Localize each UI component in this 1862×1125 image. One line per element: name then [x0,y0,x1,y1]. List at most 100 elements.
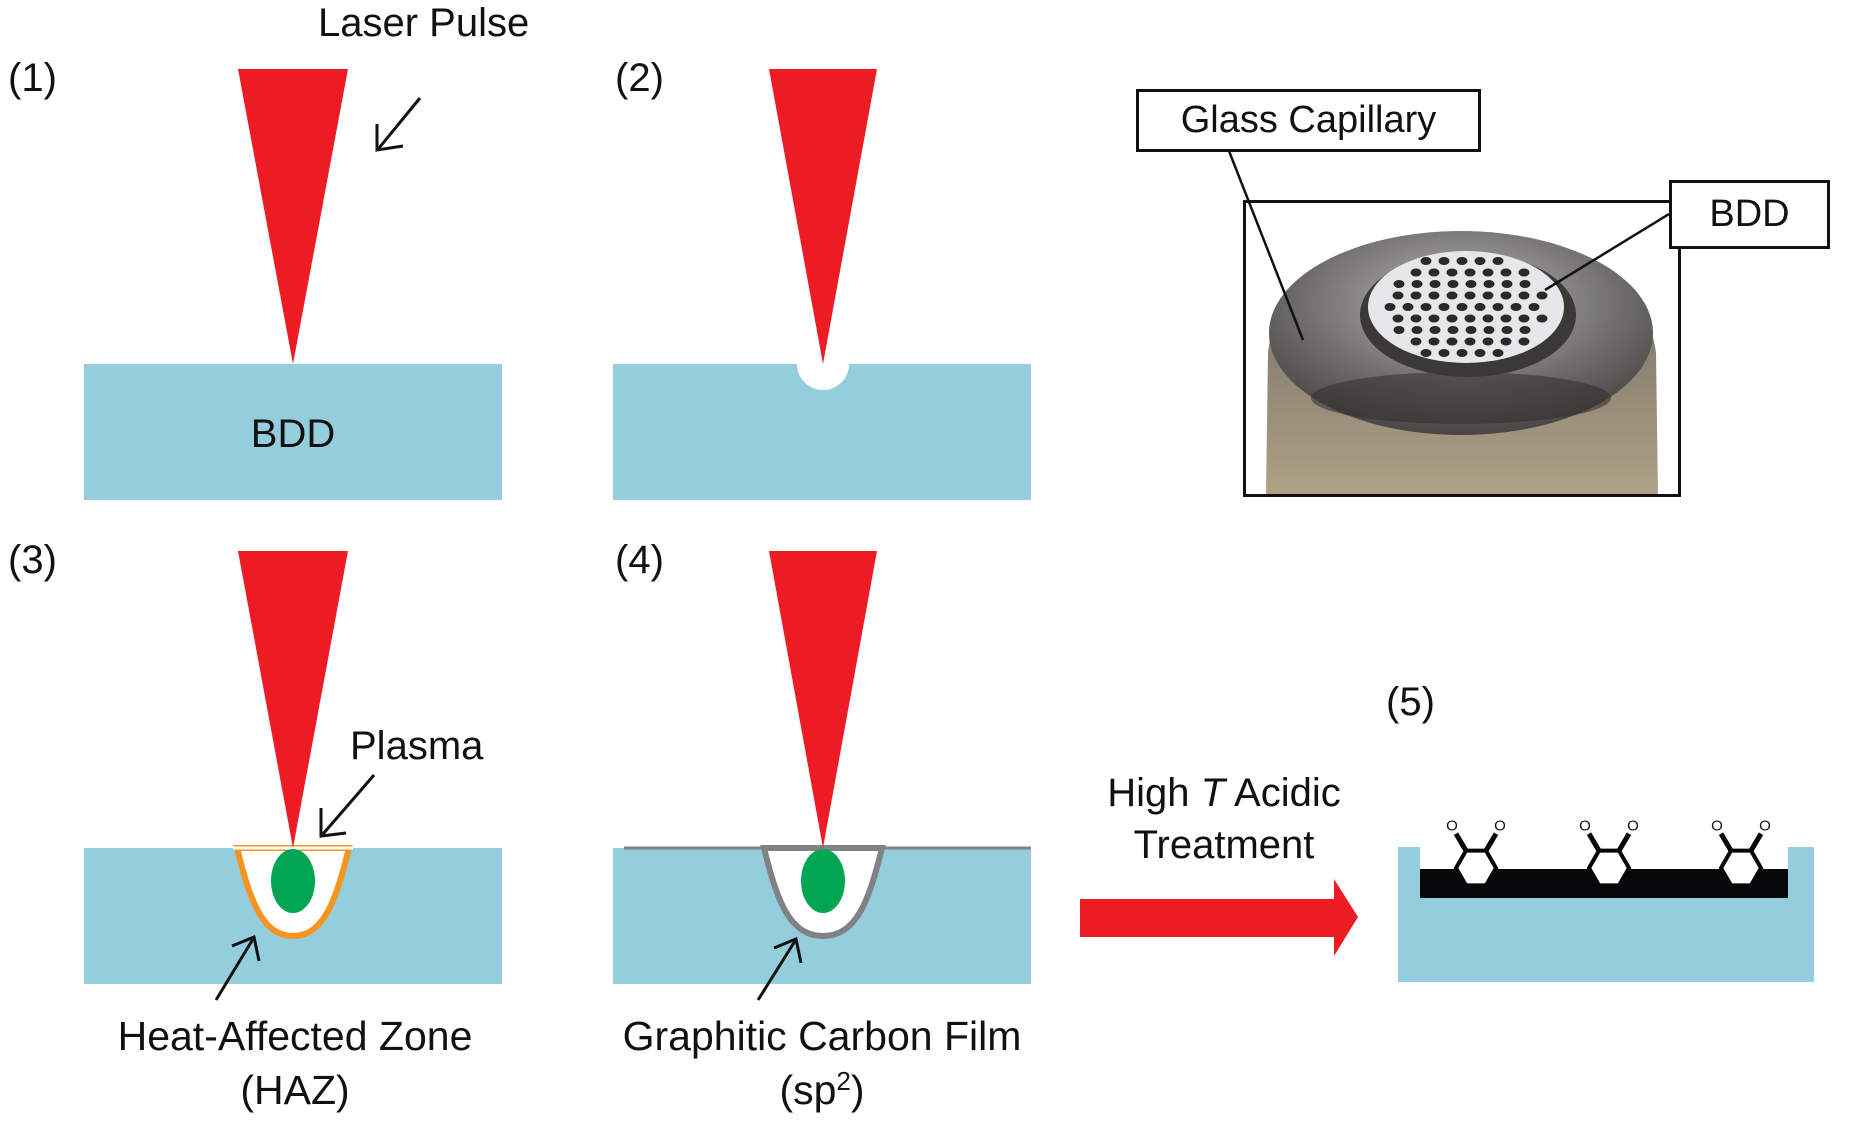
microelectrode-dot [1518,337,1530,346]
microelectrode-array [1384,257,1548,357]
microelectrode-dot [1474,257,1486,265]
panel-label-2: (2) [615,56,664,100]
carbonyl-bond [1718,832,1734,852]
microelectrode-dot [1456,303,1468,311]
oxygen-label: O [1711,818,1723,835]
bdd-label: BDD [251,412,335,456]
microelectrode-dot [1464,337,1476,346]
microelectrode-dot [1518,314,1530,323]
panel-label-1: (1) [8,56,57,100]
panel-4: (4) Graphitic Carbon Film (sp2) [613,538,1031,1113]
microelectrode-dot [1492,257,1504,265]
treatment-step: High T Acidic Treatment [1080,771,1358,956]
benzene-ring [1586,848,1632,888]
microelectrode-dot [1465,280,1477,288]
laser-beam-1 [238,69,348,364]
microelectrode-dot [1384,303,1396,311]
microelectrode-dot [1474,303,1486,311]
microelectrode-dot [1402,303,1414,311]
benzene-ring [1718,848,1764,888]
microelectrode-dot [1428,337,1440,346]
plasma-arrow-icon [319,774,376,838]
microelectrode-dot [1420,257,1432,265]
benzene-ring [1453,848,1499,888]
microelectrode-dot [1474,349,1486,357]
glass-capillary-callout: Glass Capillary [1136,89,1481,152]
plasma-ellipse [271,849,315,913]
microelectrode-dot [1510,303,1522,311]
treatment-label-line2: Treatment [1134,823,1315,867]
microelectrode-dot [1438,257,1450,265]
bdd-substrate-1 [84,364,502,500]
laser-pulse-label: Laser Pulse [318,1,529,45]
haz-label: Heat-Affected Zone [118,1013,473,1059]
panel-label-5: (5) [1386,680,1435,724]
haz-abbrev-label: (HAZ) [240,1067,349,1113]
panel-2: (2) [613,56,1031,500]
microelectrode-dot [1464,314,1476,323]
plasma-ellipse-4 [801,849,845,913]
microelectrode-dot [1393,326,1405,334]
graphitic-film-label: Graphitic Carbon Film [623,1013,1022,1059]
microelectrode-dot [1447,280,1459,288]
microelectrode-dot [1447,326,1459,334]
microelectrode-dot [1393,280,1405,288]
microelectrode-dot [1482,291,1494,300]
microelectrode-dot [1428,291,1440,300]
microelectrode-dot [1464,268,1476,277]
microelectrode-dot [1456,257,1468,265]
microelectrode-dot [1438,303,1450,311]
microelectrode-dot [1428,268,1440,277]
microelectrode-dot [1519,326,1531,334]
sp2-label: (sp2) [779,1066,864,1113]
panel-label-3: (3) [8,538,57,582]
microelectrode-dot [1446,337,1458,346]
microelectrode-dot [1428,314,1440,323]
microelectrode-dot [1492,349,1504,357]
oxygen-label: O [1494,818,1506,835]
oxygen-label: O [1446,818,1458,835]
microelectrode-dot [1536,291,1548,300]
laser-beam-4 [769,551,877,848]
microelectrode-dot [1464,291,1476,300]
microelectrode-dot [1483,326,1495,334]
plasma-label: Plasma [350,724,484,768]
panel-1: (1) Laser Pulse BDD [8,1,529,500]
microelectrode-dot [1465,326,1477,334]
microelectrode-dot [1438,349,1450,357]
microelectrode-dot [1501,326,1513,334]
microelectrode-dot [1519,280,1531,288]
microelectrode-dot [1483,280,1495,288]
bdd-callout: BDD [1669,180,1830,249]
microelectrode-dot [1410,314,1422,323]
microelectrode-dot [1500,291,1512,300]
microelectrode-dot [1492,303,1504,311]
microelectrode-dot [1482,337,1494,346]
microelectrode-dot [1392,314,1404,323]
microelectrode-dot [1501,280,1513,288]
laser-pulse-arrow-icon [375,97,422,152]
microelectrode-dot [1446,291,1458,300]
carbonyl-bond [1483,832,1499,852]
microelectrode-dot [1446,268,1458,277]
oxygen-label: O [1627,818,1639,835]
microelectrode-dot [1392,291,1404,300]
microelectrode-dot [1500,314,1512,323]
microelectrode-dot [1411,280,1423,288]
oxygen-label: O [1579,818,1591,835]
microelectrode-dot [1482,268,1494,277]
haz-arrow-icon [214,934,261,1001]
microelectrode-dot [1518,291,1530,300]
carbonyl-bond [1586,832,1602,852]
microelectrode-dot [1410,268,1422,277]
microelectrode-dot [1528,303,1540,311]
carbonyl-bond [1748,832,1764,852]
treatment-arrow-icon [1080,879,1358,956]
microelectrode-dot [1410,291,1422,300]
